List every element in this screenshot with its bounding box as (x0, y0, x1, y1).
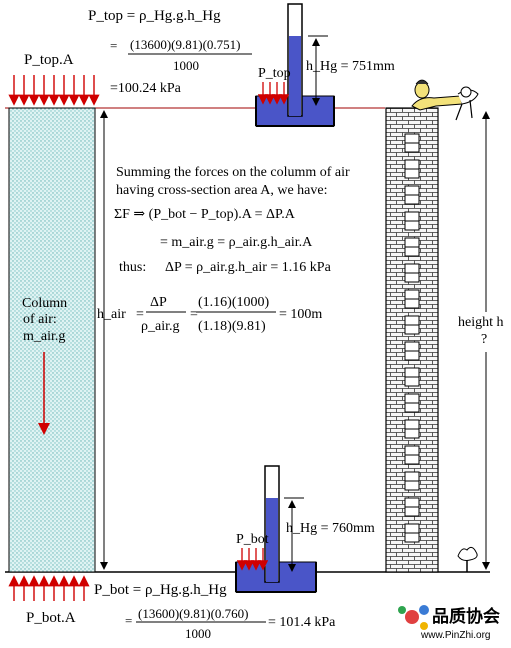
frac1-numerator: ΔP (150, 295, 167, 310)
force-top-label: P_top.A (24, 52, 74, 68)
top-formula-line1: P_top = ρ_Hg.g.h_Hg (88, 8, 221, 24)
frac1-denominator: ρ_air.g (141, 319, 179, 334)
explanation-line2: having cross-section area A, we have: (116, 183, 327, 198)
bottom-barometer-p-label: P_bot (236, 532, 269, 547)
top-barometer-h-label: h_Hg = 751mm (306, 59, 395, 74)
person-on-roof (411, 79, 479, 121)
bottom-barometer-arrows (236, 548, 269, 571)
watermark-url: www.PinZhi.org (420, 630, 490, 641)
tree-icon (457, 546, 478, 572)
top-barometer-arrows (257, 82, 290, 105)
height-label-backdrop (456, 312, 511, 352)
force-bot-label: P_bot.A (26, 610, 76, 626)
bottom-formula-eq-sign: = (125, 613, 132, 628)
height-question: ? (481, 332, 487, 347)
top-formula-result: =100.24 kPa (110, 81, 182, 96)
watermark-logo (398, 605, 429, 630)
top-formula-eq-sign: = (110, 38, 117, 53)
building (385, 107, 439, 573)
column-label-line2: of air: (23, 312, 57, 327)
equation-1: ΣF ⇒ (P_bot − P_top).A = ΔP.A (114, 207, 296, 222)
h-air-result: = 100m (279, 307, 322, 322)
bottom-formula-line1: P_bot = ρ_Hg.g.h_Hg (94, 582, 227, 598)
top-formula-denominator: 1000 (173, 58, 199, 73)
h-air-eq-sign: = (136, 307, 144, 322)
height-label: height h (458, 315, 504, 330)
equation-2: = m_air.g = ρ_air.g.h_air.A (160, 235, 313, 250)
column-label-line1: Column (22, 296, 67, 311)
bottom-formula-numerator: (13600)(9.81)(0.760) (138, 606, 248, 621)
watermark-cn: 品质协会 (432, 606, 500, 626)
column-label-line3: m_air.g (23, 329, 65, 344)
bottom-formula-result: = 101.4 kPa (268, 615, 336, 630)
frac2-numerator: (1.16)(1000) (198, 295, 269, 310)
frac2-denominator: (1.18)(9.81) (198, 319, 266, 334)
top-formula-numerator: (13600)(9.81)(0.751) (130, 37, 240, 52)
top-force-arrows (8, 75, 100, 106)
bottom-formula-denominator: 1000 (185, 626, 211, 641)
equation-3: ΔP = ρ_air.g.h_air = 1.16 kPa (165, 260, 332, 275)
bottom-barometer-h-label: h_Hg = 760mm (286, 521, 375, 536)
equation-3-prefix: thus: (119, 260, 146, 275)
frac-eq-sign: = (190, 307, 198, 322)
top-barometer-p-label: P_top (258, 66, 291, 81)
h-air-label: h_air (97, 307, 126, 322)
air-column (8, 107, 96, 573)
explanation-line1: Summing the forces on the columm of air (116, 165, 350, 180)
bottom-force-arrows (8, 575, 90, 601)
